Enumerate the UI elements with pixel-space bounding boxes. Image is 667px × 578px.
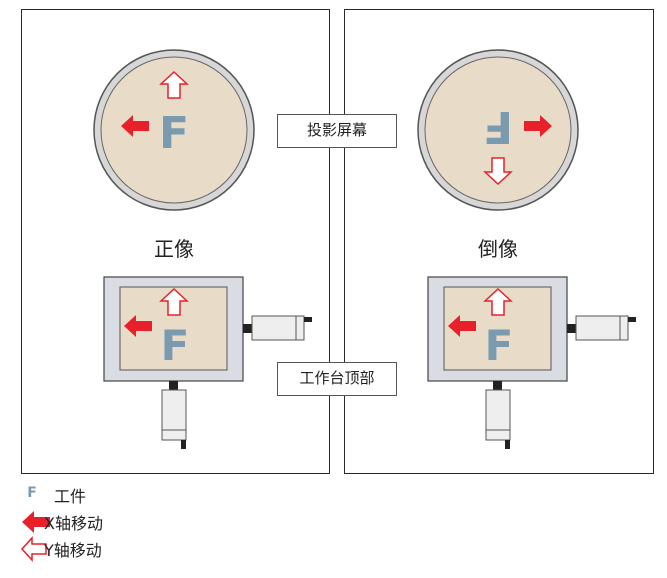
right-stage-workpiece-icon: F (485, 321, 514, 370)
left-screen-workpiece-icon: F (159, 108, 189, 159)
legend-workpiece-label: 工件 (54, 487, 87, 506)
legend-outline-arrow-icon (20, 536, 47, 562)
left-screen (93, 49, 255, 211)
projection-screen-callout: 投影屏幕 (277, 114, 397, 148)
stage-top-callout: 工作台顶部 (277, 362, 397, 396)
svg-text:F: F (483, 101, 513, 152)
left-stage-workpiece-icon: F (161, 321, 190, 370)
right-screen-workpiece-icon: F (483, 101, 513, 152)
legend-workpiece-icon: F (27, 485, 37, 501)
legend-x-axis-label: X轴移动 (44, 514, 103, 533)
legend-x-axis: X轴移动 (44, 510, 103, 534)
legend-workpiece: F 工件 (22, 483, 86, 507)
legend-y-axis-label: Y轴移动 (44, 541, 102, 560)
right-panel-title: 倒像 (478, 237, 518, 261)
right-screen (417, 49, 579, 211)
legend-y-axis: Y轴移动 (44, 537, 102, 561)
right-stage (427, 276, 636, 449)
left-panel-title: 正像 (154, 237, 194, 261)
